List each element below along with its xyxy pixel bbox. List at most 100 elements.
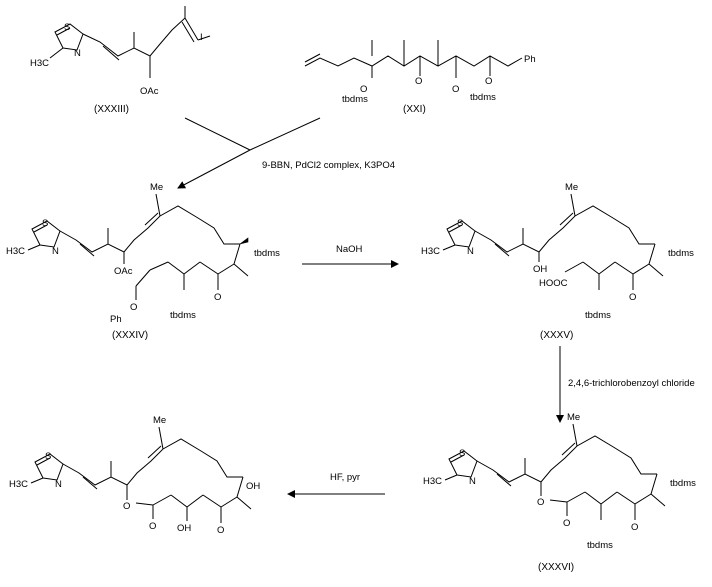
compound-label: (XXXVI) (538, 562, 574, 573)
atom-methyl: H3C (423, 476, 442, 487)
double-bond (181, 21, 195, 43)
reagent-text: HF, pyr (330, 472, 360, 483)
double-bond (102, 45, 120, 61)
methyl-bond (572, 423, 578, 447)
atom-methyl: H3C (9, 479, 28, 490)
atom-o-ketone: O (631, 522, 638, 533)
atom-iodine: I (200, 32, 203, 43)
chain-bond (648, 243, 656, 265)
ring-double-bond (36, 457, 51, 466)
chain-bond (634, 493, 652, 505)
methyl-bond (233, 263, 249, 277)
chain-bond (549, 499, 568, 503)
atom-me: Me (565, 182, 578, 193)
atom-o-ketone: O (415, 76, 422, 87)
atom-tbdms: tbdms (668, 248, 694, 259)
arrow-line (249, 117, 321, 151)
atom-o: O (130, 302, 137, 313)
chain-bond (600, 491, 618, 505)
atom-tbdms: tbdms (585, 310, 611, 321)
thiazole-ring (446, 220, 476, 248)
reagent-text: 9-BBN, PdCl2 complex, K3PO4 (262, 160, 395, 171)
double-bond (494, 243, 510, 257)
atom-tbdms: tbdms (170, 310, 196, 321)
double-bond (559, 212, 574, 226)
chain-bond (217, 263, 235, 275)
atom-n: N (52, 246, 59, 257)
atom-tbdms: tbdms (254, 248, 280, 259)
atom-methyl: H3C (421, 246, 440, 257)
atom-tbdms: tbdms (470, 92, 496, 103)
atom-n: N (74, 48, 81, 59)
double-bond (79, 243, 95, 257)
chain-bond (233, 243, 241, 265)
reagent-text: 2,4,6-trichlorobenzoyl chloride (568, 378, 695, 389)
atom-tbdms: tbdms (587, 540, 613, 551)
atom-s: S (457, 218, 463, 229)
atom-ph: Ph (110, 314, 122, 325)
reagent-text: NaOH (336, 244, 363, 255)
double-bond (147, 445, 162, 459)
atom-s: S (459, 448, 465, 459)
atom-ph: Ph (524, 54, 536, 65)
atom-oac: OAc (114, 266, 133, 277)
chain-bond (614, 261, 634, 275)
thiazole-ring (34, 453, 64, 481)
chain-bond (582, 261, 600, 275)
chain-bond (186, 494, 204, 508)
thiazole-ring (448, 450, 478, 478)
reaction-arrow-2: NaOH (302, 244, 399, 268)
compound-label: (XXXIII) (94, 104, 129, 115)
chain-bond (632, 263, 650, 275)
methyl-bond (570, 193, 576, 217)
compound-label: (XXI) (403, 104, 426, 115)
chain-bond (584, 491, 602, 505)
chain-bond (135, 502, 154, 506)
methyl-bond (236, 496, 252, 510)
methyl-bond (442, 244, 456, 251)
atom-oh: OH (177, 523, 191, 534)
methyl-bond (49, 47, 64, 59)
chain-bond (616, 491, 636, 505)
thiazole-ring (54, 23, 84, 51)
compound-xxxiii: S N H3C I OAc (XXXIII) (30, 6, 211, 115)
methyl-bond (155, 193, 161, 217)
atom-methyl: H3C (6, 246, 25, 257)
compound-xxxiv: S N H3C Me OAc tbdms O tbdms O Ph (XXXIV… (6, 182, 280, 341)
carbon-chain (304, 55, 523, 67)
chain-bond (183, 261, 201, 275)
double-bond (144, 212, 159, 226)
atom-oac: OAc (140, 86, 159, 97)
macro-chain (62, 438, 243, 486)
compound-product: S N H3C Me O OH O O OH (9, 415, 260, 536)
chain-bond (650, 473, 658, 495)
methyl-bond (30, 477, 44, 484)
macro-chain (476, 435, 657, 483)
reaction-arrow-4: HF, pyr (287, 472, 385, 498)
reaction-arrow-1: 9-BBN, PdCl2 complex, K3PO4 (177, 117, 395, 189)
chain-bond (199, 261, 219, 275)
atom-s: S (45, 451, 51, 462)
compound-xxxv: S N H3C Me OH HOOC tbdms O tbdms (XXXV) (421, 182, 694, 341)
thiazole-ring (31, 220, 61, 248)
compound-xxxvi: S N H3C Me O tbdms O O tbdms (XXXVI) (423, 412, 696, 573)
arrow-line (184, 117, 251, 151)
ring-double-bond (56, 27, 71, 36)
side-chain (82, 17, 199, 57)
compound-label: (XXXIV) (112, 330, 148, 341)
methyl-bond (648, 263, 664, 277)
ring-double-bond (33, 224, 48, 233)
atom-me: Me (150, 182, 163, 193)
methyl-bond (158, 426, 164, 450)
chain-bond (135, 269, 151, 287)
atom-o-lactone: O (149, 521, 156, 532)
atom-o: O (452, 84, 459, 95)
chain-bond (220, 496, 238, 508)
chain-bond (170, 494, 188, 508)
atom-o-ketone: O (629, 292, 636, 303)
atom-o-ester: O (485, 76, 492, 87)
atom-n: N (467, 246, 474, 257)
atom-tbdms: tbdms (342, 94, 368, 105)
